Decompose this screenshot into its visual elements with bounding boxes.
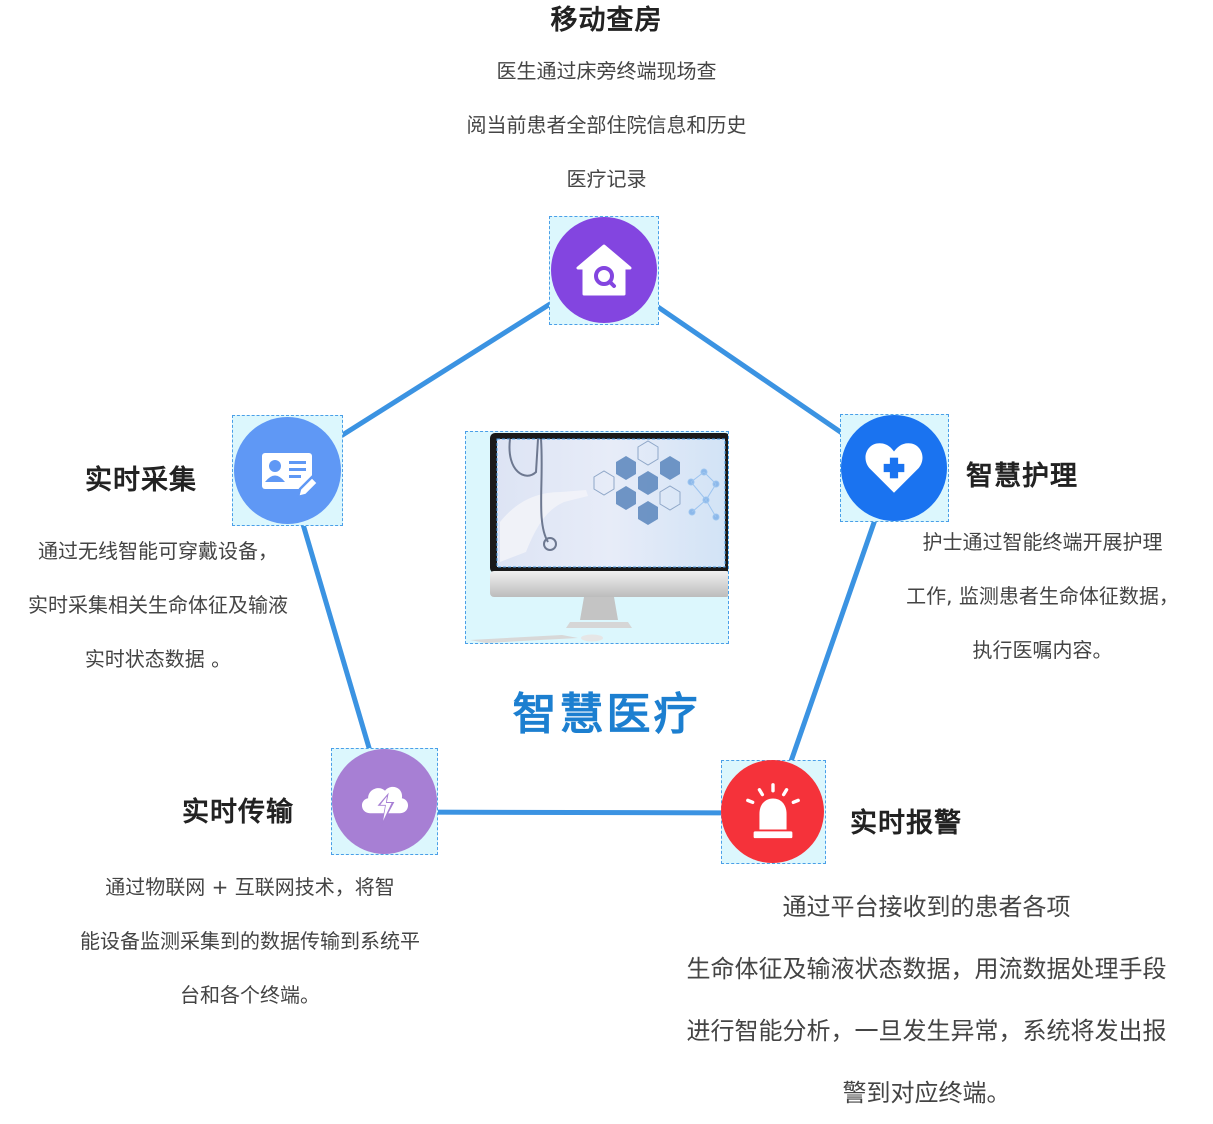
node-description: 通过物联网 + 互联网技术，将智 能设备监测采集到的数据传输到系统平 台和各个终… <box>35 860 465 1022</box>
description-line: 进行智能分析，一旦发生异常，系统将发出报 <box>686 1017 1167 1045</box>
node-description: 通过平台接收到的患者各项 生命体征及输液状态数据，用流数据处理手段 进行智能分析… <box>640 876 1213 1124</box>
description-line: 警到对应终端。 <box>842 1079 1011 1107</box>
description-line: 实时采集相关生命体征及输液 <box>28 593 288 617</box>
connector-right-bottomright <box>770 467 896 814</box>
description-line: 实时状态数据 。 <box>84 647 232 671</box>
connector-bottomright-bottomleft <box>384 809 774 816</box>
node-title: 实时报警 <box>850 808 962 839</box>
description-line: 工作, 监测患者生命体征数据， <box>906 584 1179 608</box>
medical-monitor-illustration <box>470 433 730 643</box>
heart-plus-icon <box>865 443 923 493</box>
node-title: 移动查房 <box>550 5 663 36</box>
node-title: 实时采集 <box>85 465 197 496</box>
icon-circle[interactable] <box>551 217 657 323</box>
description-line: 阅当前患者全部住院信息和历史 <box>466 113 747 137</box>
description-line: 通过无线智能可穿戴设备， <box>38 539 278 563</box>
id-card-edit-icon <box>261 452 320 499</box>
icon-circle[interactable] <box>841 415 947 521</box>
description-line: 医生通过床旁终端现场查 <box>496 59 717 83</box>
cloud-lightning-icon <box>361 786 408 826</box>
node-description: 医生通过床旁终端现场查 阅当前患者全部住院信息和历史 医疗记录 <box>0 44 1213 206</box>
icon-circle[interactable] <box>332 749 437 854</box>
node-title: 实时传输 <box>182 797 294 828</box>
description-line: 台和各个终端。 <box>180 983 320 1007</box>
description-line: 护士通过智能终端开展护理 <box>922 530 1163 554</box>
description-line: 能设备监测采集到的数据传输到系统平 <box>80 929 420 953</box>
node-title: 智慧护理 <box>966 461 1078 492</box>
icon-circle[interactable] <box>234 417 341 524</box>
node-description: 通过无线智能可穿戴设备， 实时采集相关生命体征及输液 实时状态数据 。 <box>0 524 316 686</box>
description-line: 执行医嘱内容。 <box>972 638 1113 662</box>
center-title: 智慧医疗 <box>512 689 701 740</box>
house-search-icon <box>576 244 632 296</box>
node-description: 护士通过智能终端开展护理 工作, 监测患者生命体征数据， 执行医嘱内容。 <box>872 515 1213 677</box>
description-line: 通过平台接收到的患者各项 <box>782 893 1071 921</box>
center-image-frame <box>465 431 730 644</box>
description-line: 医疗记录 <box>566 167 647 191</box>
description-line: 生命体征及输液状态数据，用流数据处理手段 <box>686 955 1167 983</box>
siren-icon <box>745 782 800 838</box>
icon-circle[interactable] <box>721 760 824 863</box>
description-line: 通过物联网 + 互联网技术，将智 <box>105 875 395 899</box>
